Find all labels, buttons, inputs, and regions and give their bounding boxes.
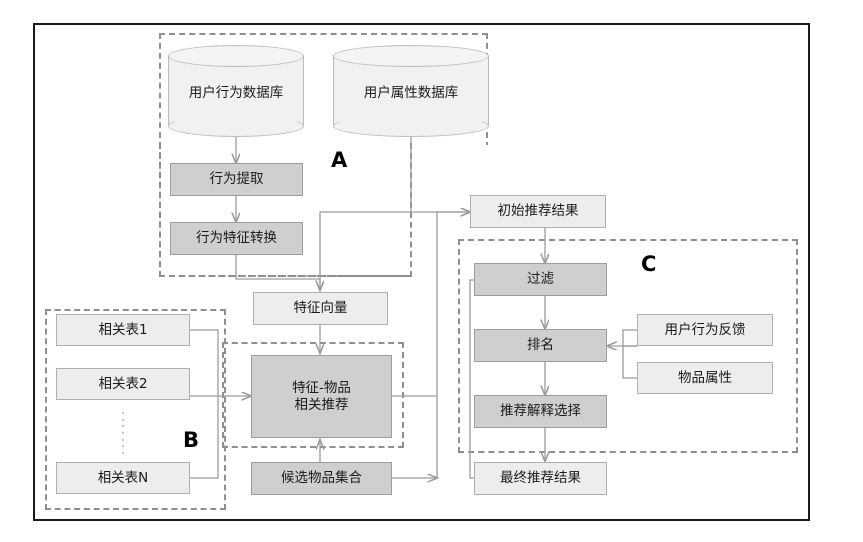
cylinder-bottom [333,115,489,137]
group-b-dashed-box [45,309,226,510]
node-behavior-extract-label: 行为提取 [209,171,264,188]
node-final-recommend-result-label: 最终推荐结果 [500,470,581,487]
cylinder-top [168,45,304,67]
node-user-behavior-feedback-label: 用户行为反馈 [664,321,746,338]
cylinder-top [333,45,489,67]
group-a-label: A [331,148,348,172]
node-recommend-explanation-select[interactable]: 推荐解释选择 [474,395,607,428]
node-item-attribute-label: 物品属性 [678,369,732,386]
node-feature-item-recommend[interactable]: 特征-物品 相关推荐 [251,355,392,438]
node-filter-label: 过滤 [527,271,554,288]
node-related-table-1[interactable]: 相关表1 [56,314,190,346]
node-behavior-extract[interactable]: 行为提取 [170,163,303,196]
node-feature-vector-label: 特征向量 [293,300,348,317]
group-c-label: C [641,252,657,276]
db-user-attribute: 用户属性数据库 [333,45,489,137]
node-recommend-explanation-select-label: 推荐解释选择 [500,403,581,420]
related-table-ellipsis [122,412,124,454]
node-ranking-label: 排名 [527,337,554,354]
node-item-attribute[interactable]: 物品属性 [637,362,773,394]
node-feature-item-recommend-label: 特征-物品 相关推荐 [252,380,391,413]
node-final-recommend-result[interactable]: 最终推荐结果 [474,462,607,495]
node-ranking[interactable]: 排名 [474,329,607,362]
node-related-table-n[interactable]: 相关表N [56,462,190,494]
node-initial-recommend-result-label: 初始推荐结果 [497,203,579,220]
node-candidate-item-set-label: 候选物品集合 [281,470,362,487]
node-behavior-feature-transform[interactable]: 行为特征转换 [170,222,303,255]
node-feature-item-recommend-line1: 特征-物品 [292,380,351,397]
node-filter[interactable]: 过滤 [474,263,607,296]
group-b-label: B [183,428,200,452]
node-behavior-feature-transform-label: 行为特征转换 [196,230,277,247]
db-user-behavior-label: 用户行为数据库 [188,85,284,101]
node-related-table-2[interactable]: 相关表2 [56,368,190,400]
node-initial-recommend-result[interactable]: 初始推荐结果 [470,195,606,228]
db-user-behavior: 用户行为数据库 [168,45,304,137]
node-feature-vector[interactable]: 特征向量 [253,292,388,325]
node-candidate-item-set[interactable]: 候选物品集合 [251,462,392,495]
node-related-table-1-label: 相关表1 [98,321,148,338]
db-user-attribute-label: 用户属性数据库 [363,85,459,101]
node-related-table-n-label: 相关表N [97,469,149,486]
node-user-behavior-feedback[interactable]: 用户行为反馈 [637,314,773,346]
node-feature-item-recommend-line2: 相关推荐 [294,396,349,413]
node-related-table-2-label: 相关表2 [98,375,148,392]
cylinder-bottom [168,115,304,137]
